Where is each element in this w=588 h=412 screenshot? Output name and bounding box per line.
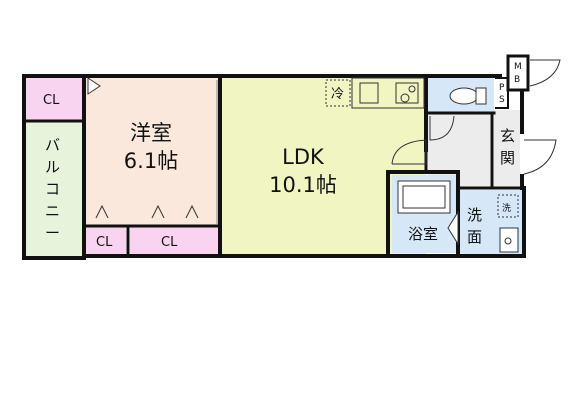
bath-label: 浴室 [408, 225, 438, 243]
washer-box [497, 194, 519, 218]
door-swing-hall-2 [429, 115, 455, 141]
washer-label: 洗 [502, 202, 511, 214]
washroom-label: 洗 [467, 206, 482, 224]
ldk-area-lower [222, 165, 388, 255]
closet-label-top: CL [43, 93, 60, 108]
balcony-char: ル [45, 158, 60, 176]
door-swing-mb [529, 59, 561, 87]
closet-bottom-1 [86, 227, 126, 255]
closet-label-bottom-1: CL [96, 235, 113, 250]
doors [87, 59, 561, 246]
western-room-area [84, 78, 220, 226]
stove-icon [395, 82, 419, 104]
ps-label: P [499, 83, 505, 93]
door-swing-entrance [523, 139, 557, 175]
burner-icon [400, 93, 410, 103]
western-room-size: 6.1帖 [124, 149, 178, 173]
fridge-label: 冷 [331, 87, 344, 102]
closet-top-left [24, 78, 82, 120]
door-swing-washroom [447, 210, 459, 246]
closet-label-bottom-2: CL [161, 235, 178, 250]
ps-label: S [499, 95, 505, 105]
balcony-char: ー [45, 224, 60, 242]
sink-icon [359, 82, 379, 104]
door-swing-hall-line [392, 140, 427, 165]
balcony-area [24, 122, 82, 257]
door-swing-hall [391, 139, 427, 165]
balcony-char: バ [45, 136, 60, 154]
western-room-name: 洋室 [130, 121, 172, 145]
washroom-label: 面 [467, 228, 482, 246]
walls [22, 54, 530, 260]
entrance-label: 関 [500, 149, 515, 167]
kitchen [325, 77, 425, 109]
door-swing-western [87, 77, 101, 95]
closet-bottom-2 [130, 227, 218, 255]
balcony-char: ニ [45, 202, 60, 220]
entrance-label: 玄 [500, 127, 515, 145]
bathtub-icon [397, 180, 451, 214]
kitchen-counter [351, 77, 425, 109]
washbasin-icon [499, 227, 519, 253]
balcony-char: コ [45, 180, 60, 198]
entrance-area [494, 110, 520, 188]
balcony-rail [23, 121, 85, 259]
toilet-icon [449, 87, 487, 105]
ldk-name: LDK [282, 145, 325, 169]
mb-label: M [514, 62, 522, 72]
ldk-size: 10.1帖 [269, 173, 337, 197]
closet-door-marks [95, 204, 199, 219]
fridge-box [325, 79, 351, 107]
burner-icon [408, 85, 416, 93]
ps-box [495, 77, 509, 109]
mb-label: B [514, 75, 520, 85]
